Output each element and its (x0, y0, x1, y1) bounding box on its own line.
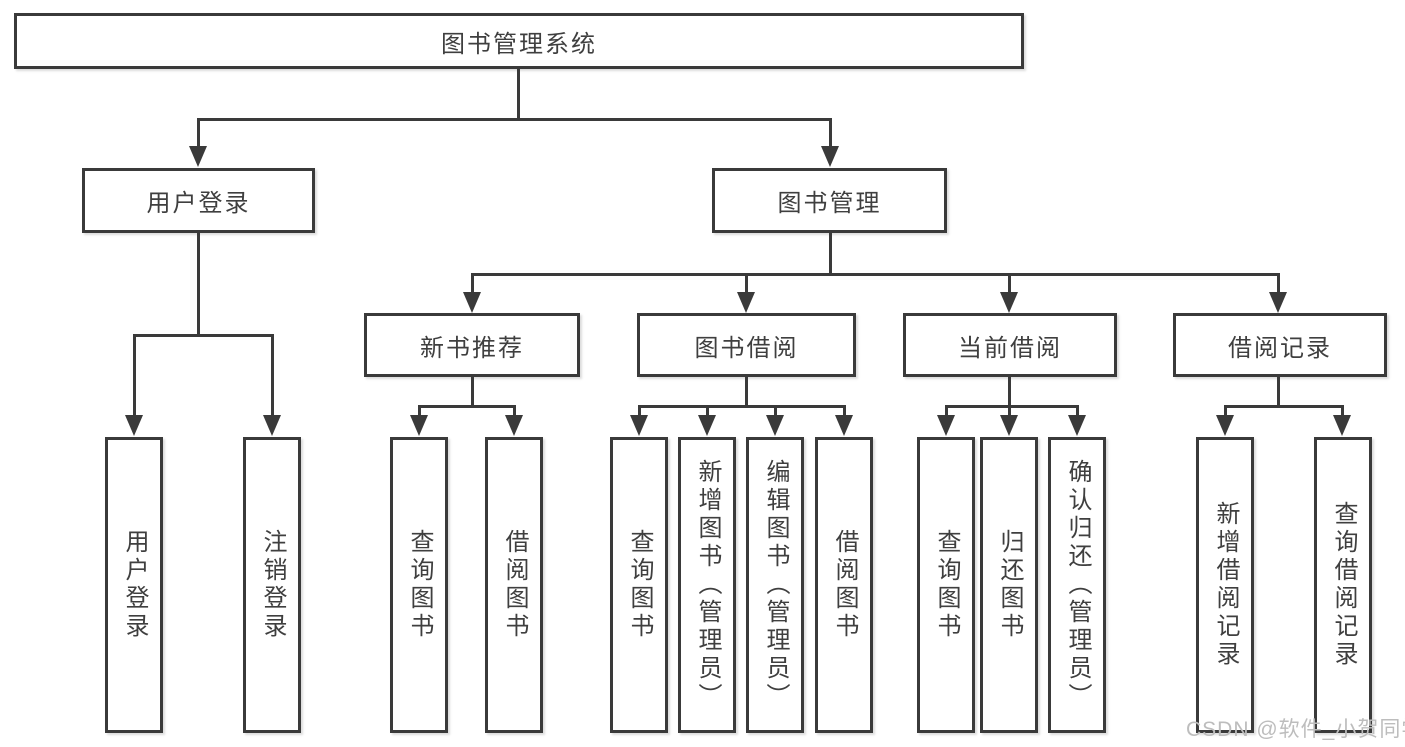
arrow-down-icon (1000, 292, 1018, 313)
connector-line (945, 405, 948, 418)
connector-line (745, 273, 748, 293)
arrow-down-icon (766, 415, 784, 436)
connector-line (513, 405, 516, 418)
leaf-return-book: 归还图书 (980, 437, 1038, 733)
arrow-down-icon (189, 146, 207, 167)
connector-line (471, 377, 474, 405)
node-book-management: 图书管理 (712, 168, 947, 233)
connector-line (471, 273, 1279, 276)
arrow-down-icon (463, 292, 481, 313)
arrow-down-icon (821, 146, 839, 167)
leaf-label: 查询图书 (406, 529, 433, 641)
connector-line (133, 334, 274, 337)
node-label: 新书推荐 (420, 334, 524, 362)
leaf-label: 借阅图书 (501, 529, 528, 641)
leaf-query-borrow-record: 查询借阅记录 (1314, 437, 1372, 733)
arrow-down-icon (737, 292, 755, 313)
connector-line (843, 405, 846, 418)
arrow-down-icon (835, 415, 853, 436)
connector-line (774, 405, 777, 418)
arrow-down-icon (125, 415, 143, 436)
connector-line (1277, 273, 1280, 293)
connector-line (1277, 377, 1280, 405)
connector-line (418, 405, 516, 408)
arrow-down-icon (410, 415, 428, 436)
connector-line (829, 118, 832, 149)
leaf-label: 注销登录 (259, 529, 286, 641)
connector-line (945, 405, 1079, 408)
arrow-down-icon (505, 415, 523, 436)
leaf-label: 查询借阅记录 (1330, 501, 1357, 669)
connector-line (418, 405, 421, 418)
connector-line (517, 69, 520, 118)
connector-line (197, 233, 200, 334)
connector-line (638, 405, 846, 408)
leaf-borrow-books-recommend: 借阅图书 (485, 437, 543, 733)
arrow-down-icon (1068, 415, 1086, 436)
watermark: CSDN @软件_小贺同学 (1186, 718, 1405, 741)
connector-line (1008, 405, 1011, 418)
node-label: 当前借阅 (958, 334, 1062, 362)
node-borrowing-records: 借阅记录 (1173, 313, 1387, 377)
leaf-add-book-admin: 新增图书（管理员） (678, 437, 736, 733)
node-label: 借阅记录 (1228, 334, 1332, 362)
leaf-confirm-return-admin: 确认归还（管理员） (1048, 437, 1106, 733)
leaf-label: 用户登录 (121, 529, 148, 641)
connector-line (1076, 405, 1079, 418)
leaf-add-borrow-record: 新增借阅记录 (1196, 437, 1254, 733)
connector-line (1341, 405, 1344, 418)
connector-line (197, 118, 200, 149)
arrow-down-icon (1269, 292, 1287, 313)
connector-line (1224, 405, 1344, 408)
arrow-down-icon (263, 415, 281, 436)
connector-line (197, 118, 831, 121)
leaf-edit-book-admin: 编辑图书（管理员） (746, 437, 804, 733)
connector-line (829, 233, 832, 273)
leaf-label: 借阅图书 (831, 529, 858, 641)
arrow-down-icon (937, 415, 955, 436)
leaf-logout: 注销登录 (243, 437, 301, 733)
arrow-down-icon (1216, 415, 1234, 436)
connector-line (1224, 405, 1227, 418)
connector-line (638, 405, 641, 418)
leaf-label: 查询图书 (933, 529, 960, 641)
arrow-down-icon (1333, 415, 1351, 436)
arrow-down-icon (1000, 415, 1018, 436)
leaf-query-books-borrowing: 查询图书 (610, 437, 668, 733)
leaf-label: 查询图书 (626, 529, 653, 641)
node-label: 图书管理系统 (441, 30, 597, 58)
leaf-label: 归还图书 (996, 529, 1023, 641)
node-current-borrowing: 当前借阅 (903, 313, 1117, 377)
arrow-down-icon (698, 415, 716, 436)
leaf-label: 新增借阅记录 (1212, 501, 1239, 669)
leaf-query-books-current: 查询图书 (917, 437, 975, 733)
node-label: 图书借阅 (694, 334, 799, 362)
leaf-label: 编辑图书（管理员） (762, 459, 789, 711)
node-label: 用户登录 (146, 190, 251, 217)
connector-line (471, 273, 474, 293)
node-user-login: 用户登录 (82, 168, 315, 233)
connector-line (745, 377, 748, 405)
connector-line (133, 334, 136, 416)
leaf-label: 确认归还（管理员） (1064, 459, 1091, 711)
connector-line (271, 334, 274, 416)
connector-line (706, 405, 709, 418)
leaf-query-books-recommend: 查询图书 (390, 437, 448, 733)
leaf-borrow-books-borrowing: 借阅图书 (815, 437, 873, 733)
node-new-book-recommend: 新书推荐 (364, 313, 580, 377)
node-label: 图书管理 (777, 190, 882, 217)
connector-line (1008, 377, 1011, 405)
node-library-system: 图书管理系统 (14, 13, 1024, 69)
arrow-down-icon (630, 415, 648, 436)
connector-line (1008, 273, 1011, 293)
node-book-borrowing: 图书借阅 (637, 313, 856, 377)
leaf-label: 新增图书（管理员） (694, 459, 721, 711)
leaf-user-login: 用户登录 (105, 437, 163, 733)
